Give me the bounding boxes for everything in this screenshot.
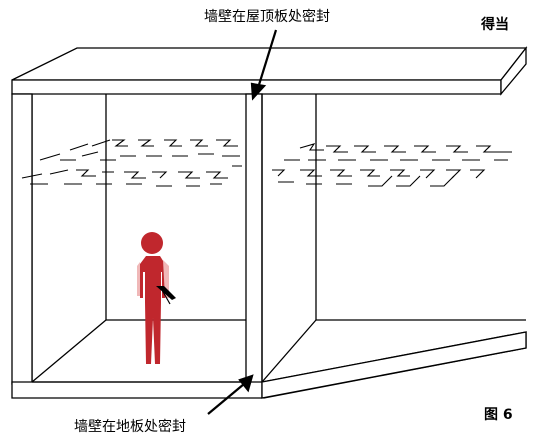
ceiling-tiles-left xyxy=(21,139,242,187)
callout-arrows xyxy=(207,29,278,415)
left-room-walls xyxy=(11,93,246,385)
figure-label: 图 6 xyxy=(484,407,513,423)
floor-slab xyxy=(11,331,527,399)
person-with-spray-gun-icon xyxy=(137,232,176,364)
top-arrow xyxy=(256,29,278,89)
bottom-arrowhead-icon xyxy=(238,374,254,393)
status-label: 得当 xyxy=(481,17,509,33)
top-arrowhead-icon xyxy=(250,82,267,101)
ceiling-tiles-right xyxy=(272,143,512,187)
bottom-seal-label: 墙壁在地板处密封 xyxy=(74,419,186,435)
partition-wall xyxy=(245,93,263,385)
top-seal-label: 墙壁在屋顶板处密封 xyxy=(204,9,330,25)
bottom-arrow xyxy=(207,383,245,415)
roof-slab xyxy=(11,46,528,96)
